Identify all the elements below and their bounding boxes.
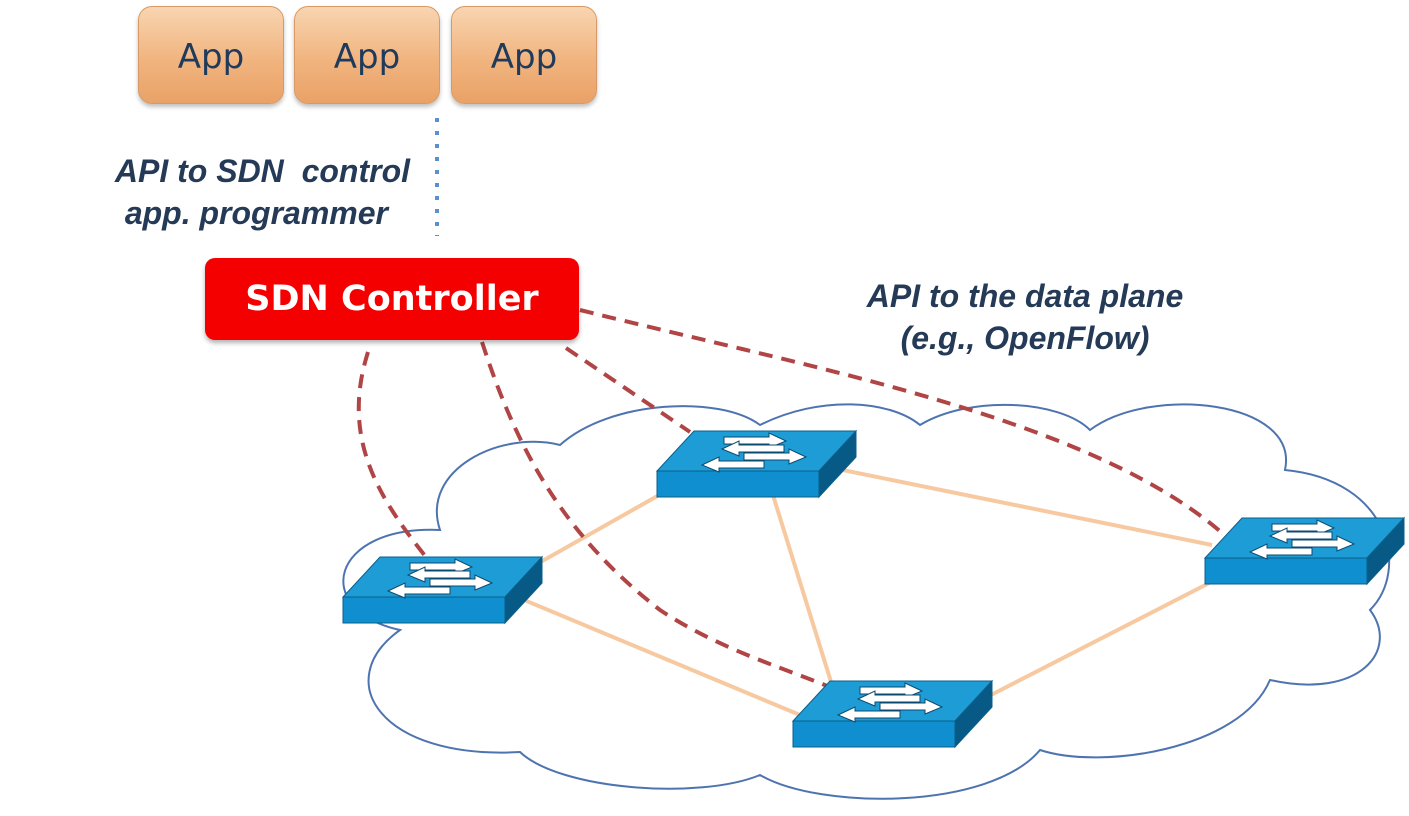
switch-icon <box>792 680 993 748</box>
app-label: App <box>333 37 401 77</box>
control-link-s3 <box>579 308 1232 542</box>
link-s4-s3 <box>951 578 1216 717</box>
link-s2-s4 <box>770 491 834 686</box>
sdn-controller-label: SDN Controller <box>245 279 539 319</box>
southbound-api-label: API to the data plane (e.g., OpenFlow) <box>790 275 1260 359</box>
control-channel-links <box>356 308 1232 690</box>
northbound-api-line2: app. programmer <box>124 195 388 231</box>
switch-icon <box>656 430 857 498</box>
link-s1-s4 <box>504 590 801 717</box>
network-cloud <box>342 403 1391 800</box>
control-link-s4 <box>480 341 833 690</box>
control-link-s2 <box>564 346 692 434</box>
app-label: App <box>490 37 558 77</box>
app-box: App <box>294 6 440 104</box>
app-label: App <box>177 37 245 77</box>
switch-icon <box>1204 517 1405 585</box>
sdn-controller-box: SDN Controller <box>205 258 579 340</box>
data-plane-links <box>499 463 1216 717</box>
northbound-api-label: API to SDN control app. programmer <box>40 150 410 234</box>
switch-icon <box>342 556 543 624</box>
northbound-api-line1: API to SDN control <box>114 153 410 189</box>
app-box: App <box>451 6 597 104</box>
southbound-api-line2: (e.g., OpenFlow) <box>900 320 1150 356</box>
app-box: App <box>138 6 284 104</box>
southbound-api-line1: API to the data plane <box>866 278 1184 314</box>
link-s2-s3 <box>817 463 1213 547</box>
control-link-s1 <box>356 351 432 564</box>
